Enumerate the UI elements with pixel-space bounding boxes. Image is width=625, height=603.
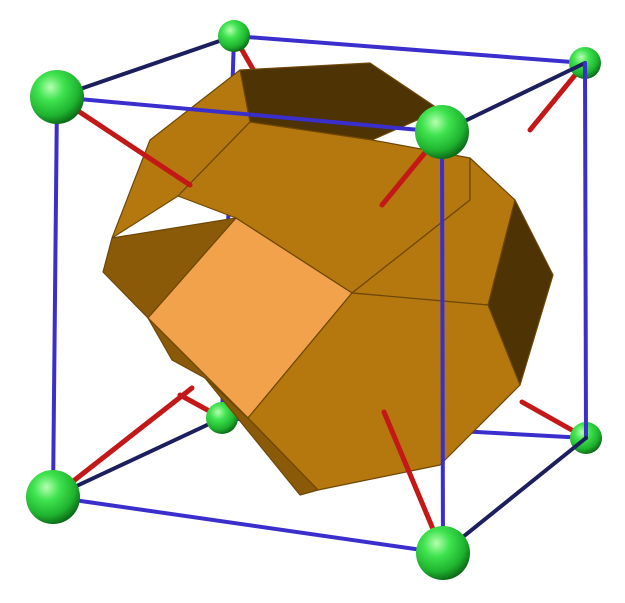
cube-edge: [55, 95, 444, 134]
corner-atom: [415, 105, 469, 159]
back-atoms: [206, 20, 602, 454]
front-atoms: [26, 70, 470, 580]
truncated-octahedron: [102, 62, 554, 496]
cube-edge: [51, 495, 445, 555]
cube-edge: [232, 34, 587, 65]
corner-atom: [30, 70, 84, 124]
corner-atom: [26, 470, 80, 524]
cube-edge: [55, 34, 236, 99]
cube-edge: [51, 95, 59, 499]
cube-edge: [583, 61, 588, 440]
cube-edge: [440, 130, 445, 555]
polyhedron-face-hexagon: [204, 377, 319, 496]
cube-edge: [51, 416, 224, 499]
corner-atom: [218, 20, 250, 52]
corner-atom: [416, 526, 470, 580]
bond: [50, 385, 195, 500]
cube-edge: [441, 436, 588, 555]
corner-atom: [206, 402, 238, 434]
